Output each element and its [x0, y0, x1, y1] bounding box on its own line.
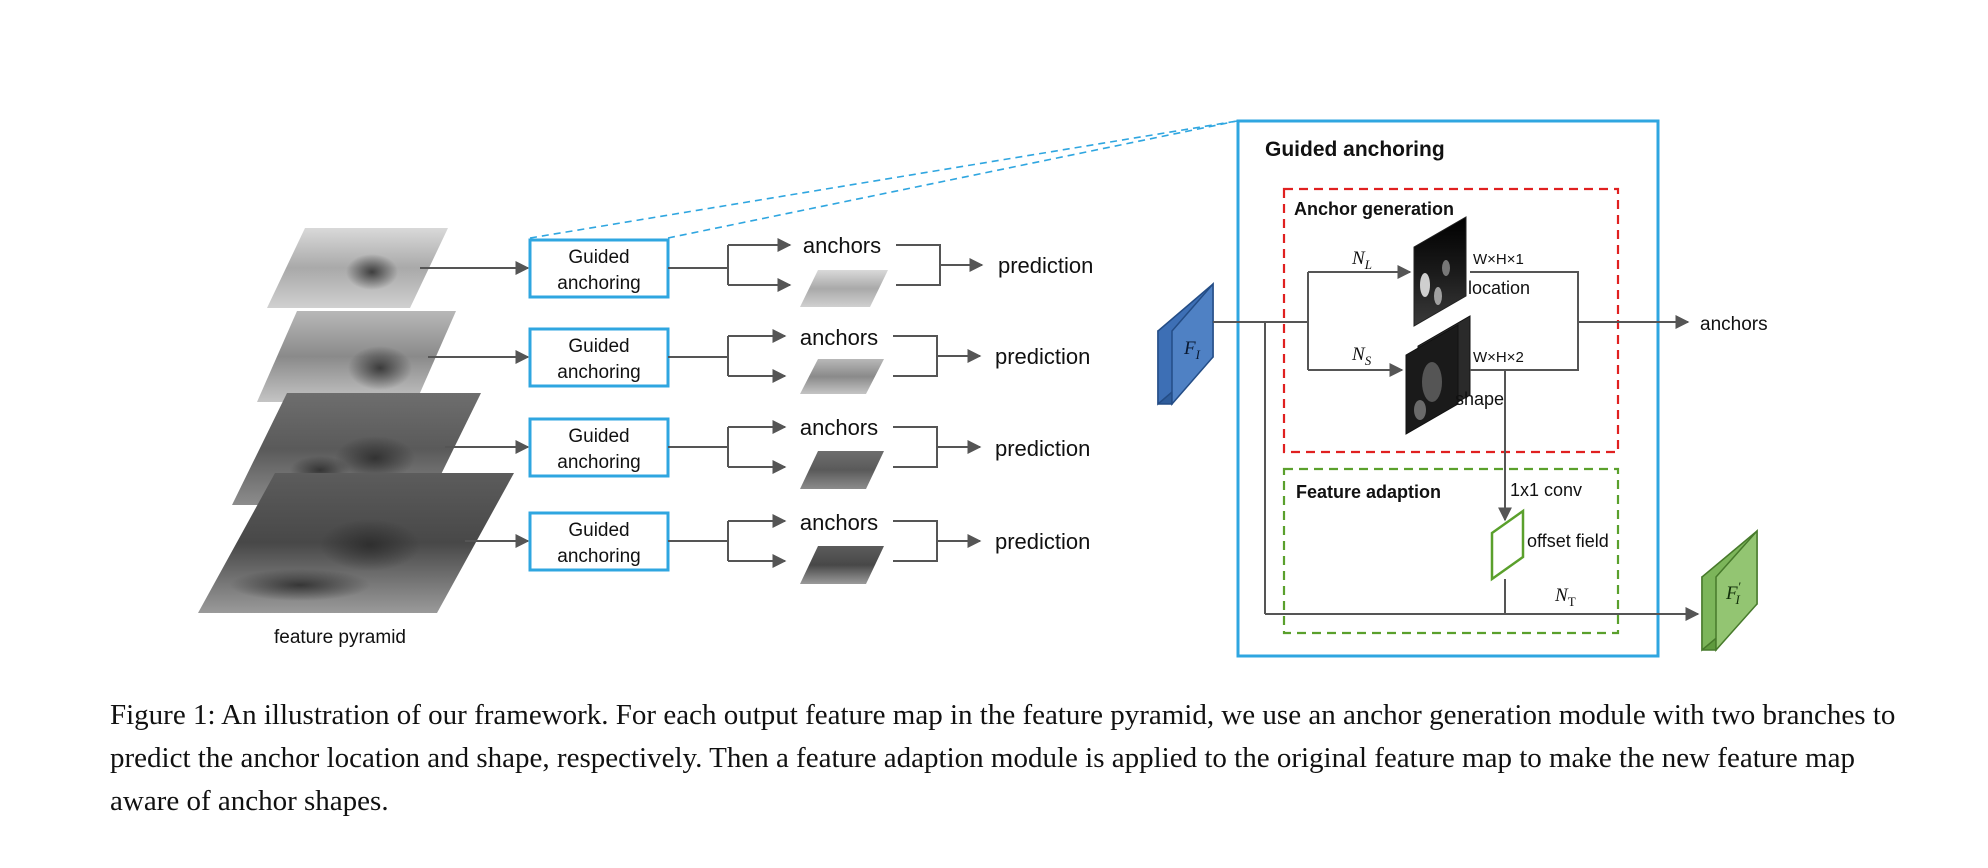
- feature-map-level-1: [267, 228, 448, 308]
- shape-dims: W×H×2: [1473, 349, 1524, 366]
- prediction-label-2: prediction: [995, 344, 1090, 369]
- location-label: location: [1468, 278, 1530, 298]
- feature-adaption-box: [1282, 467, 1620, 635]
- anchors-label-2: anchors: [800, 325, 878, 350]
- input-feature-block: FI: [1157, 281, 1214, 407]
- location-map: [1413, 216, 1467, 327]
- feature-map-level-4: [198, 473, 514, 613]
- anchor-map-2: [800, 359, 884, 394]
- module-2-line-1: Guided: [568, 336, 629, 357]
- module-2-line-2: anchoring: [557, 362, 640, 383]
- module-1-line-1: Guided: [568, 247, 629, 268]
- offset-field-label: offset field: [1527, 531, 1609, 551]
- anchor-generation-title: Anchor generation: [1294, 199, 1454, 219]
- pyramid-row-3: Guided anchoring anchors prediction: [445, 415, 1090, 489]
- guided-anchoring-panel-border: [1236, 119, 1660, 658]
- module-3-line-1: Guided: [568, 426, 629, 447]
- guided-anchoring-detail-panel: Guided anchoring FI Anchor generation NL…: [1157, 119, 1768, 658]
- guided-anchoring-module-2: [528, 327, 670, 388]
- shape-branch-symbol: NS: [1351, 344, 1372, 368]
- framework-diagram: feature pyramid Guided anchoring anchors…: [198, 119, 1768, 658]
- anchor-map-4: [800, 546, 884, 584]
- guided-anchoring-module-1: [528, 238, 670, 299]
- guided-anchoring-module-3: [528, 417, 670, 478]
- module-4-line-1: Guided: [568, 520, 629, 541]
- shape-label: shape: [1455, 389, 1504, 409]
- input-feature-label: FI: [1183, 338, 1201, 362]
- shape-map: [1405, 315, 1471, 435]
- guided-anchoring-module-4: [528, 511, 670, 572]
- location-branch-symbol: NL: [1351, 248, 1372, 272]
- zoom-line-top: [529, 120, 1238, 239]
- prediction-label-1: prediction: [998, 253, 1093, 278]
- pyramid-row-2: Guided anchoring anchors prediction: [428, 325, 1090, 394]
- output-feature-block: F′I: [1701, 529, 1758, 652]
- output-anchors-label: anchors: [1700, 314, 1768, 335]
- prediction-label-3: prediction: [995, 436, 1090, 461]
- module-4-line-2: anchoring: [557, 546, 640, 567]
- guided-anchoring-panel-title: Guided anchoring: [1265, 138, 1445, 161]
- prediction-label-4: prediction: [995, 529, 1090, 554]
- feature-adaption-title: Feature adaption: [1296, 482, 1441, 502]
- location-dims: W×H×1: [1473, 251, 1524, 268]
- module-1-line-2: anchoring: [557, 273, 640, 294]
- feature-pyramid: feature pyramid: [198, 228, 514, 648]
- offset-field-shape: [1490, 508, 1525, 582]
- anchor-map-3: [800, 451, 884, 489]
- zoom-line-bottom: [667, 120, 1238, 239]
- anchors-label-1: anchors: [803, 233, 881, 258]
- output-feature-label: F′I: [1725, 579, 1741, 607]
- figure-caption: Figure 1: An illustration of our framewo…: [110, 699, 1896, 817]
- anchor-map-1: [800, 270, 888, 307]
- feature-map-level-2: [257, 311, 456, 402]
- pyramid-row-1: Guided anchoring anchors prediction: [420, 233, 1093, 307]
- anchors-label-3: anchors: [800, 415, 878, 440]
- conv-label: 1x1 conv: [1510, 480, 1582, 500]
- feature-pyramid-label: feature pyramid: [274, 627, 406, 648]
- module-3-line-2: anchoring: [557, 452, 640, 473]
- transform-symbol: NT: [1554, 585, 1576, 609]
- pyramid-row-4: Guided anchoring anchors prediction: [465, 510, 1090, 584]
- anchor-generation-box: [1282, 187, 1620, 454]
- anchors-label-4: anchors: [800, 510, 878, 535]
